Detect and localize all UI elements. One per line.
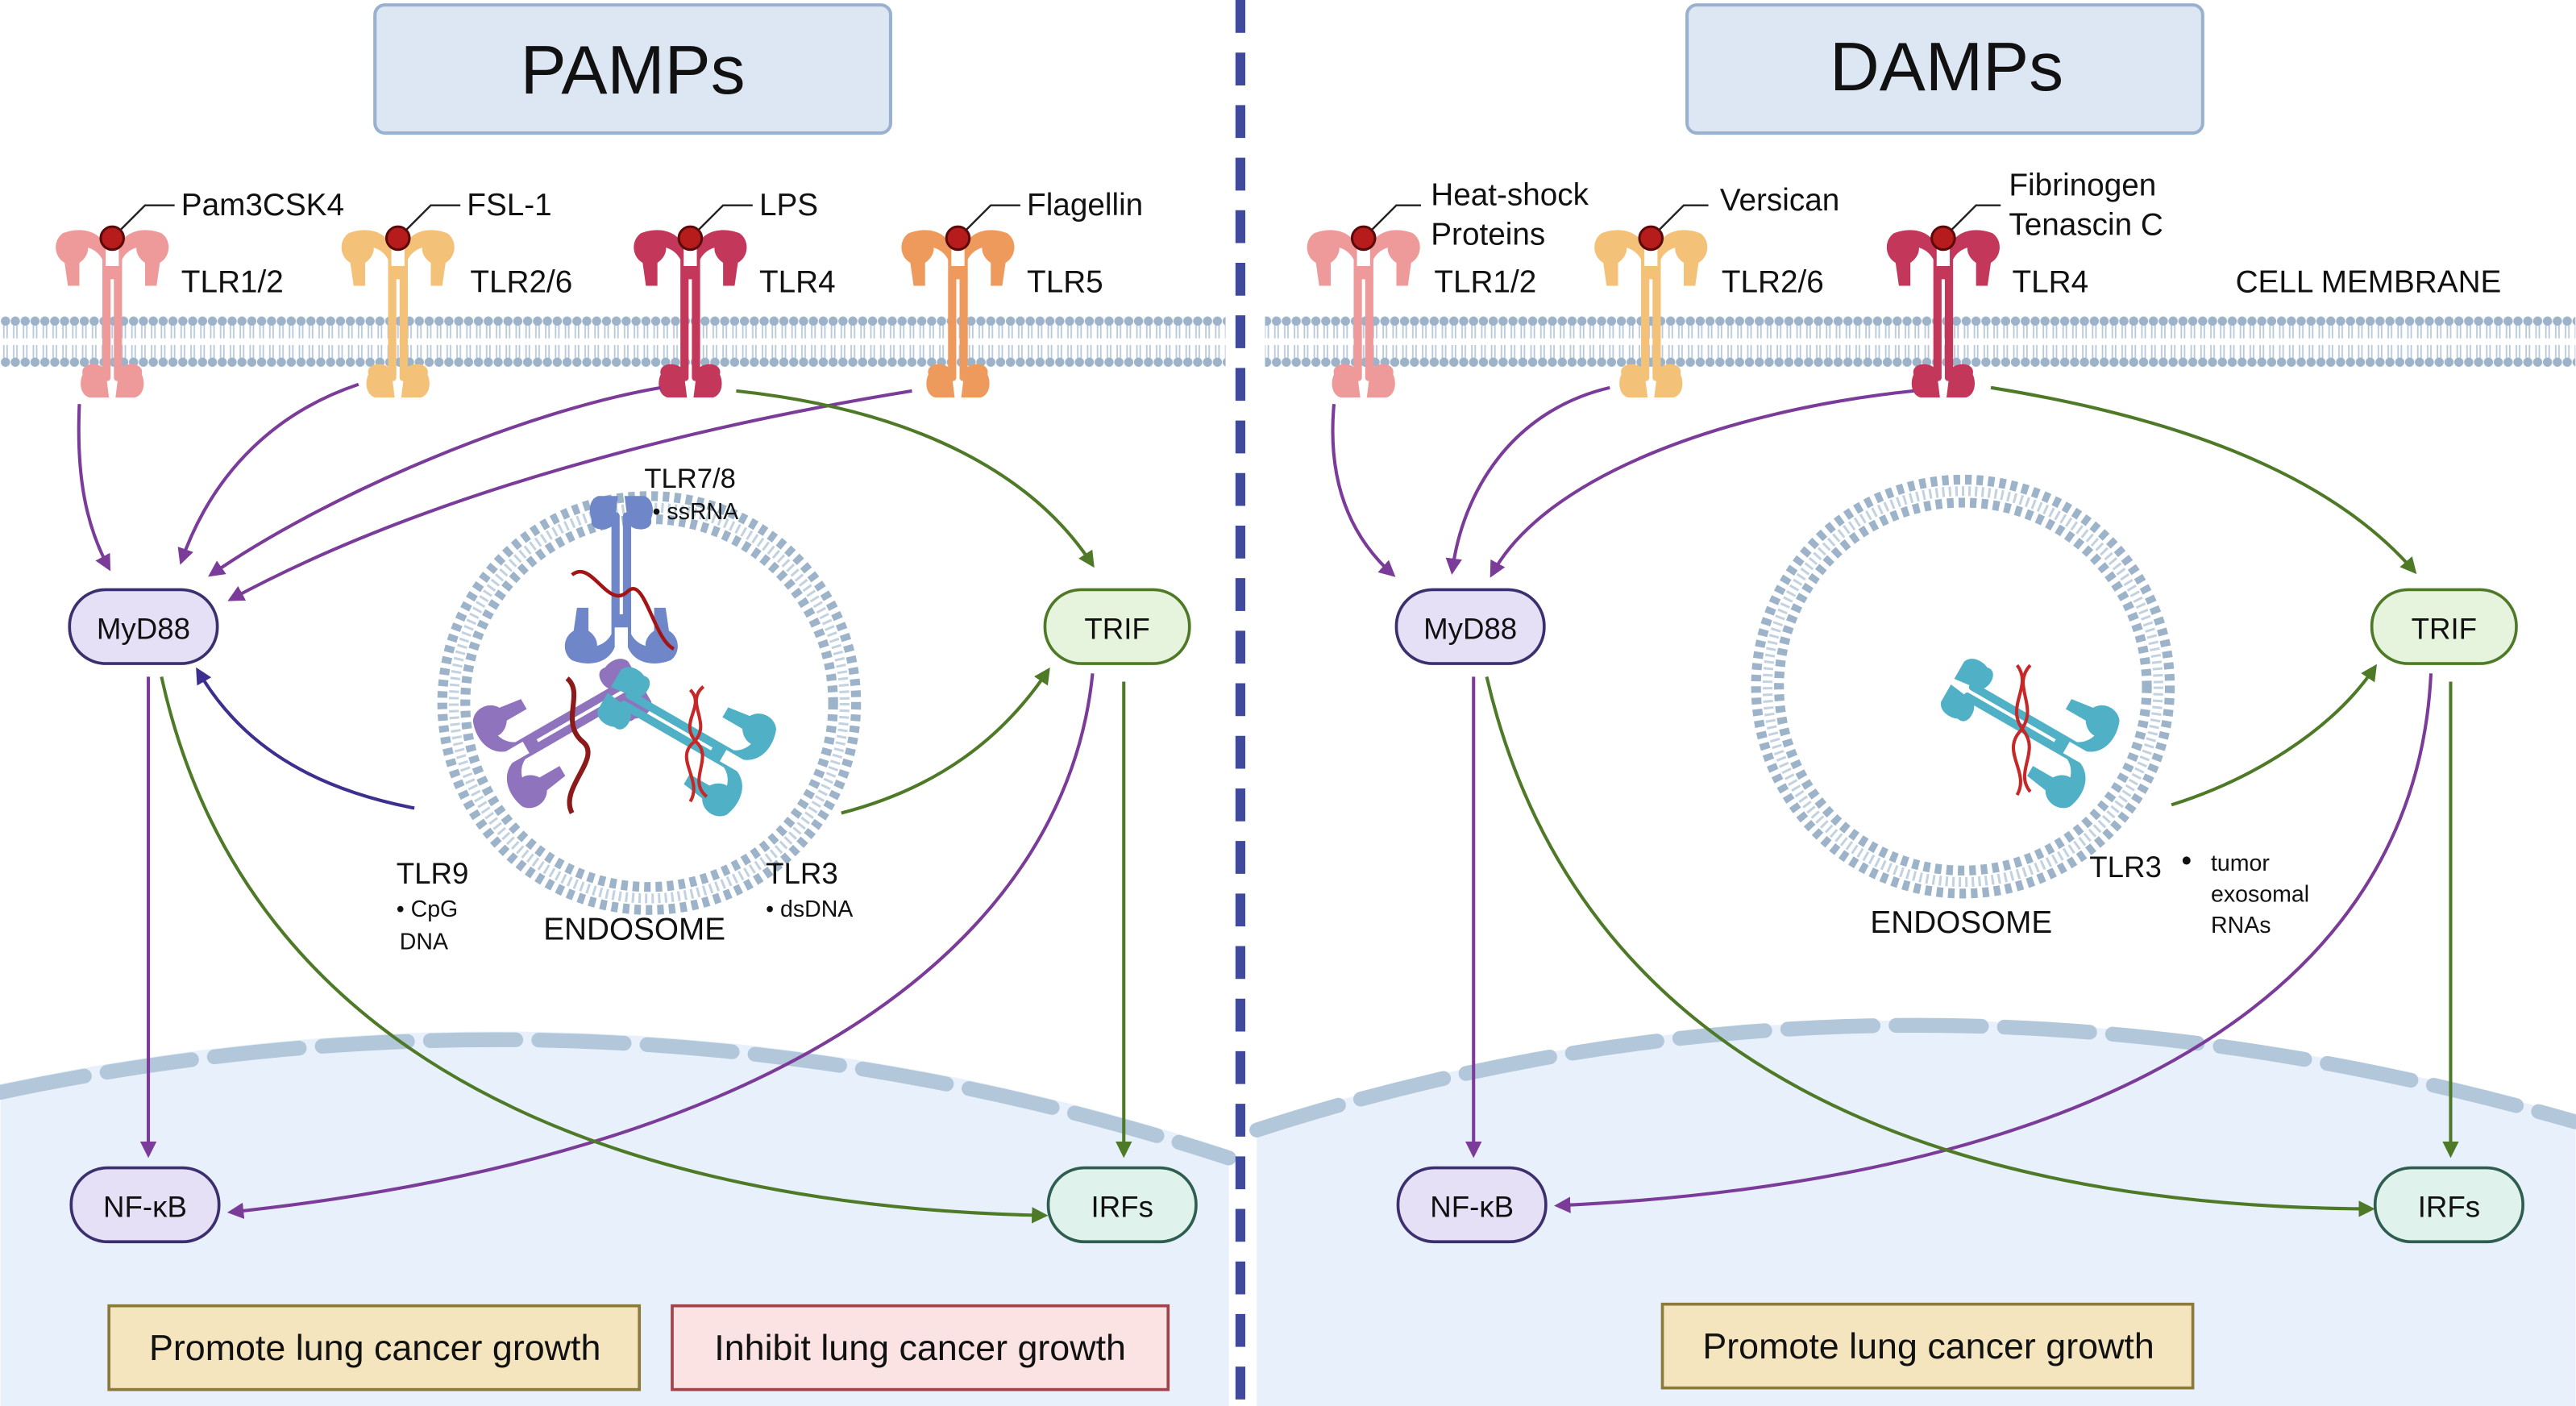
tlr3-label-right: TLR3 <box>2089 851 2162 884</box>
pamps-title-box: PAMPs <box>373 3 892 135</box>
ligand-dot-icons <box>99 225 1956 252</box>
ligand-markers <box>111 204 2001 239</box>
tlr12-receptor-left <box>56 230 169 398</box>
ligand-dot-icon <box>99 225 126 252</box>
endosome-label-right: ENDOSOME <box>1870 905 2052 940</box>
ligand-label: Heat-shock <box>1431 178 1589 213</box>
ligand-label: FSL-1 <box>467 188 551 223</box>
trif-label: TRIF <box>2412 613 2477 646</box>
tlr3-ligand: • dsDNA <box>766 896 853 922</box>
tlr3-ligand-right: RNAs <box>2211 913 2271 938</box>
myd88-node-right: MyD88 <box>1394 588 1546 665</box>
trif-arrows-left <box>160 389 1132 1224</box>
receptor-label: TLR2/6 <box>1722 265 1824 300</box>
dsdna-strand <box>684 685 705 803</box>
tlr78-ligand: • ssRNA <box>653 499 739 525</box>
ssrna-strand <box>571 569 675 651</box>
myd88-arrows-left <box>77 382 1095 1220</box>
irfs-label: IRFs <box>1091 1191 1153 1224</box>
ligand-label: Flagellin <box>1027 188 1143 223</box>
exosomal-rna-strand <box>2011 663 2032 797</box>
tlr5-receptor-left <box>901 230 1015 398</box>
nucleus-right <box>1249 1017 2576 1406</box>
ligand-dot-icon <box>677 225 704 252</box>
tlr26-receptor-left <box>341 230 455 398</box>
outcome-inhibit-left: Inhibit lung cancer growth <box>671 1304 1170 1391</box>
receptor-label: TLR1/2 <box>181 265 284 300</box>
receptor-label: TLR4 <box>2012 265 2088 300</box>
ligand-label: Versican <box>1720 183 1839 218</box>
nfkb-node-left: NF-κB <box>69 1166 221 1244</box>
myd88-label: MyD88 <box>1423 613 1517 646</box>
ligand-dot-icon <box>945 225 971 252</box>
cell-membrane-label: CELL MEMBRANE <box>2236 265 2502 300</box>
outcome-promote-label: Promote lung cancer growth <box>149 1328 600 1368</box>
myd88-arrows-right <box>1331 385 2433 1213</box>
cell-membrane-right <box>1265 315 2576 368</box>
receptor-label: TLR5 <box>1027 265 1103 300</box>
endosome-right <box>1751 474 2175 899</box>
irfs-label: IRFs <box>2418 1191 2480 1224</box>
nfkb-label: NF-κB <box>1430 1191 1514 1224</box>
ligand-dot-icon <box>1930 225 1956 252</box>
tlr9-label: TLR9 <box>397 857 469 890</box>
tlr3-label: TLR3 <box>766 857 838 890</box>
ligand-label: LPS <box>759 188 818 223</box>
myd88-label: MyD88 <box>97 613 190 646</box>
tlr26-receptor-right <box>1594 230 1708 398</box>
tlr9-receptor <box>466 632 668 815</box>
tlr3-ligand-right: tumor <box>2211 851 2270 876</box>
outcome-promote-right: Promote lung cancer growth <box>1660 1302 2195 1390</box>
tlr4-receptor-left <box>634 230 747 398</box>
ligand-label: Tenascin C <box>2009 207 2163 242</box>
trif-node-right: TRIF <box>2370 588 2518 665</box>
cell-membrane-left <box>0 315 1226 368</box>
ligand-label: Proteins <box>1431 218 1545 252</box>
tlr4-receptor-right <box>1886 230 2000 398</box>
ligand-label: Fibrinogen <box>2009 168 2156 202</box>
receptor-label: TLR4 <box>759 265 836 300</box>
receptor-label: TLR2/6 <box>470 265 572 300</box>
ligand-dot-icon <box>1638 225 1664 252</box>
tlr78-label: TLR7/8 <box>644 464 736 494</box>
trif-label: TRIF <box>1084 613 1149 646</box>
irfs-node-left: IRFs <box>1046 1166 1198 1244</box>
damps-title-box: DAMPs <box>1685 3 2204 135</box>
tlr9-ligand: • CpG <box>397 896 459 922</box>
trif-arrows-right <box>1485 385 2459 1217</box>
endosome-label-left: ENDOSOME <box>543 912 725 946</box>
nfkb-label: NF-κB <box>103 1191 187 1224</box>
tlr9-ligand: DNA <box>400 930 448 955</box>
damps-title: DAMPs <box>1830 29 2063 106</box>
tlr3-ligand-right: exosomal <box>2211 882 2309 908</box>
pamps-title: PAMPs <box>521 32 746 109</box>
nfkb-node-right: NF-κB <box>1396 1166 1548 1244</box>
tlr9-myd88-arrow <box>196 667 415 810</box>
ligand-dot-icon <box>384 225 411 252</box>
trif-node-left: TRIF <box>1043 588 1191 665</box>
myd88-node-left: MyD88 <box>68 588 219 665</box>
ligand-label: Pam3CSK4 <box>181 188 344 223</box>
outcome-promote-left: Promote lung cancer growth <box>107 1304 642 1391</box>
ligand-dot-icon <box>1350 225 1377 252</box>
cpg-dna-strand <box>565 676 591 814</box>
tlr3-bullet: • <box>2181 844 2192 877</box>
tlr12-receptor-right <box>1307 230 1420 398</box>
outcome-inhibit-label: Inhibit lung cancer growth <box>714 1328 1126 1368</box>
outcome-promote-label: Promote lung cancer growth <box>1702 1326 2154 1366</box>
receptor-label: TLR1/2 <box>1434 265 1536 300</box>
irfs-node-right: IRFs <box>2373 1166 2524 1244</box>
